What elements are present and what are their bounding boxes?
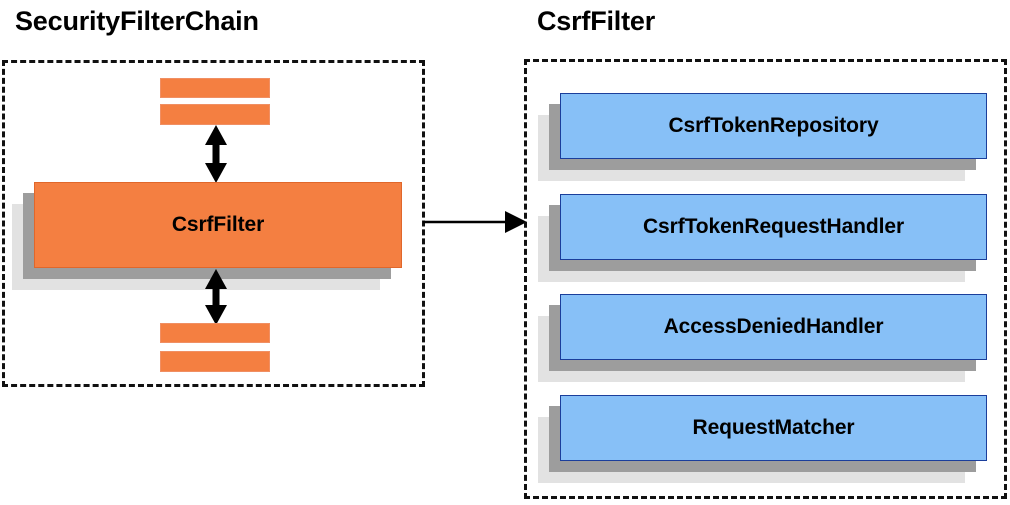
collaborator-requestmatcher[interactable]: RequestMatcher xyxy=(538,395,987,483)
collaborator-label: CsrfTokenRepository xyxy=(560,93,987,159)
panel-title-csrffilter: CsrfFilter xyxy=(537,6,656,36)
double-arrow-above-icon xyxy=(205,125,227,183)
filter-bar-below-2 xyxy=(160,351,270,372)
component-label-csrffilter: CsrfFilter xyxy=(34,182,402,268)
component-csrffilter-highlight[interactable]: CsrfFilter xyxy=(12,182,402,290)
double-arrow-below-icon xyxy=(205,269,227,325)
connector-arrow-icon xyxy=(423,211,527,233)
panel-csrffilter xyxy=(524,59,1007,499)
collaborator-label: AccessDeniedHandler xyxy=(560,294,987,360)
collaborator-label: CsrfTokenRequestHandler xyxy=(560,194,987,260)
filter-bar-below-1 xyxy=(160,323,270,343)
filter-bar-above-1 xyxy=(160,78,270,98)
collaborator-csrftokenrequesthandler[interactable]: CsrfTokenRequestHandler xyxy=(538,194,987,282)
collaborator-csrftokenrepository[interactable]: CsrfTokenRepository xyxy=(538,93,987,181)
collaborator-accessdeniedhandler[interactable]: AccessDeniedHandler xyxy=(538,294,987,382)
panel-security-filter-chain xyxy=(2,60,425,387)
filter-bar-above-2 xyxy=(160,104,270,125)
collaborator-label: RequestMatcher xyxy=(560,395,987,461)
panel-title-security-filter-chain: SecurityFilterChain xyxy=(15,6,259,36)
